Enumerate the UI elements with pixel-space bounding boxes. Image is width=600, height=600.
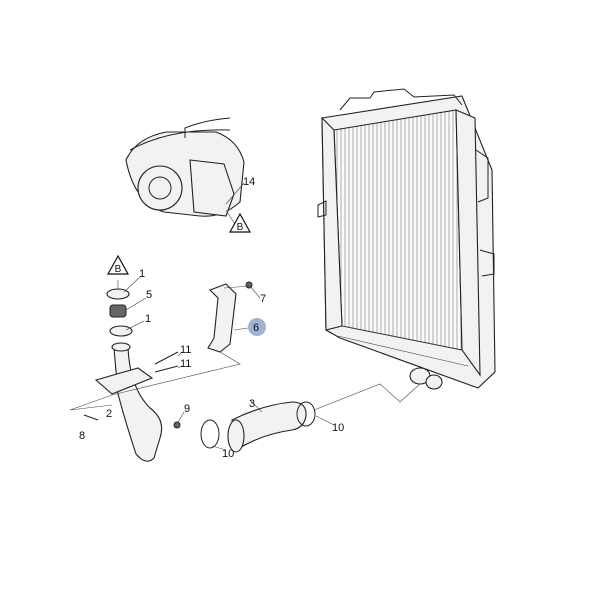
callout-6-highlighted[interactable]: 6: [248, 318, 266, 336]
callout-2[interactable]: 2: [106, 408, 112, 420]
reference-b-turbo: B: [228, 212, 252, 233]
callout-11-lower[interactable]: 11: [180, 358, 191, 370]
charge-air-pipe[interactable]: [94, 342, 163, 462]
radiator[interactable]: [317, 88, 496, 389]
callout-3[interactable]: 3: [249, 398, 255, 410]
reference-b-pipe: B: [106, 254, 130, 275]
bracket[interactable]: [207, 283, 237, 353]
callout-8[interactable]: 8: [79, 430, 85, 442]
callout-9[interactable]: 9: [184, 403, 190, 415]
callout-1-lower[interactable]: 1: [145, 313, 151, 325]
callout-10-left[interactable]: 10: [222, 448, 234, 460]
svg-text:B: B: [237, 222, 244, 233]
callout-11-upper[interactable]: 11: [180, 344, 191, 356]
sleeve[interactable]: [109, 304, 127, 318]
svg-text:6: 6: [253, 322, 259, 334]
callout-1-upper[interactable]: 1: [139, 268, 145, 280]
svg-text:B: B: [115, 264, 122, 275]
clamp-right[interactable]: [296, 401, 316, 427]
leader-lines: [69, 182, 421, 451]
radiator-outlet[interactable]: [409, 367, 443, 390]
turbocharger[interactable]: [125, 117, 245, 217]
bolts[interactable]: [83, 281, 253, 429]
clamp-left[interactable]: [200, 419, 220, 449]
seal-lower[interactable]: [109, 325, 133, 337]
callout-14[interactable]: 14: [243, 176, 255, 188]
callout-10-right[interactable]: 10: [332, 422, 344, 434]
callout-5[interactable]: 5: [146, 289, 152, 301]
callout-7[interactable]: 7: [260, 293, 266, 305]
charge-air-hose[interactable]: [227, 401, 307, 453]
